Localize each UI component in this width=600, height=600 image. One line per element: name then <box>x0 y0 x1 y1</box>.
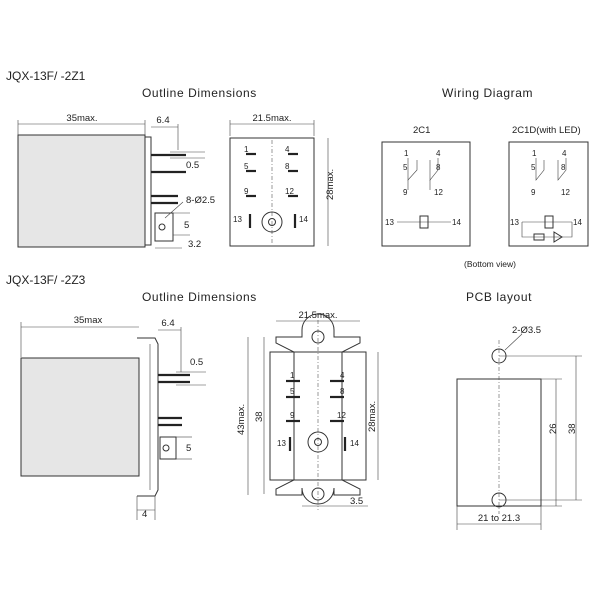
bottom-pin-offset-dim: 6.4 <box>161 318 174 329</box>
w1-pin-14: 14 <box>452 218 461 227</box>
pcb-inner-height-dim: 26 <box>548 423 559 434</box>
bottom-side-view: 35max 6.4 0.5 5 4 <box>20 315 206 520</box>
wiring-title: Wiring Diagram <box>442 86 533 100</box>
wiring-2c1: 2C1 1 4 5 8 9 12 13 14 <box>381 125 471 247</box>
pcb-width-dim: 21 to 21.3 <box>478 513 520 524</box>
top-bv-pin-12: 12 <box>285 187 294 196</box>
pcb-title: PCB layout <box>466 290 532 304</box>
top-bv-pin-8: 8 <box>285 162 290 171</box>
front-pin-5: 5 <box>290 387 295 396</box>
bottom-front-view: 21.5max. 43max. 38 28max. 3.5 1 4 5 8 9 … <box>236 310 379 510</box>
top-bv-pin-1: 1 <box>244 145 249 154</box>
bottom-model-label: JQX-13F/ -2Z3 <box>6 273 86 287</box>
pcb-layout: 2-Ø3.5 26 38 21 to 21.3 <box>456 325 582 530</box>
w1-pin-1: 1 <box>404 149 409 158</box>
w2-pin-4: 4 <box>562 149 567 158</box>
w1-pin-5: 5 <box>403 163 408 172</box>
top-hole-dim: 8-Ø2.5 <box>186 195 215 206</box>
w2-pin-5: 5 <box>531 163 536 172</box>
w1-pin-9: 9 <box>403 188 408 197</box>
pcb-outer-height-dim: 38 <box>567 423 578 434</box>
bottom-side-width-dim: 35max <box>74 315 103 326</box>
top-side-width-dim: 35max. <box>66 113 97 124</box>
top-pin-thickness-dim: 0.5 <box>186 160 199 171</box>
top-bv-pin-4: 4 <box>285 145 290 154</box>
front-pin-1: 1 <box>290 371 295 380</box>
w2-pin-8: 8 <box>561 163 566 172</box>
top-bv-pin-5: 5 <box>244 162 249 171</box>
top-bv-pin-13: 13 <box>233 215 242 224</box>
w1-pin-4: 4 <box>436 149 441 158</box>
w1-pin-12: 12 <box>434 188 443 197</box>
w2-pin-1: 1 <box>532 149 537 158</box>
front-pin-8: 8 <box>340 387 345 396</box>
w2-pin-9: 9 <box>531 188 536 197</box>
front-hole-offset-dim: 3.5 <box>350 496 363 507</box>
top-pin-offset-dim: 6.4 <box>156 115 169 126</box>
w2-pin-14: 14 <box>573 218 582 227</box>
w1-pin-13: 13 <box>385 218 394 227</box>
w2-pin-12: 12 <box>561 188 570 197</box>
top-model-label: JQX-13F/ -2Z1 <box>6 69 86 83</box>
top-bottom-dim: 3.2 <box>188 239 201 250</box>
top-outline-title: Outline Dimensions <box>142 86 257 100</box>
top-bottom-width-dim: 21.5max. <box>252 113 291 124</box>
pcb-holes-dim: 2-Ø3.5 <box>512 325 541 336</box>
bottom-flange-dim: 4 <box>142 509 147 520</box>
top-bv-pin-14: 14 <box>299 215 308 224</box>
front-pin-9: 9 <box>290 411 295 420</box>
front-pin-14: 14 <box>350 439 359 448</box>
wiring-note: (Bottom view) <box>464 259 516 269</box>
wiring-variant1-label: 2C1 <box>413 125 430 136</box>
bottom-outline-title: Outline Dimensions <box>142 290 257 304</box>
front-pin-12: 12 <box>337 411 346 420</box>
wiring-variant2-label: 2C1D(with LED) <box>512 125 581 136</box>
w1-pin-8: 8 <box>436 163 441 172</box>
front-total-height-dim: 43max. <box>236 404 247 435</box>
top-side-view: 35max. 6.4 0.5 8-Ø2.5 5 3.2 <box>17 113 215 250</box>
front-hole-spacing-dim: 38 <box>254 411 265 422</box>
bottom-tab-dim: 5 <box>186 443 191 454</box>
front-width-dim: 21.5max. <box>298 310 337 321</box>
front-pin-13: 13 <box>277 439 286 448</box>
top-bottom-view: 21.5max. 28max. 1 4 5 8 9 12 13 14 <box>229 113 336 247</box>
top-tab-dim: 5 <box>184 220 189 231</box>
wiring-2c1d: 2C1D(with LED) 1 4 5 8 9 12 13 14 <box>508 125 589 247</box>
top-bottom-height-dim: 28max. <box>325 169 336 200</box>
front-body-height-dim: 28max. <box>367 401 378 432</box>
w2-pin-13: 13 <box>510 218 519 227</box>
bottom-pin-thickness-dim: 0.5 <box>190 357 203 368</box>
top-bv-pin-9: 9 <box>244 187 249 196</box>
front-pin-4: 4 <box>340 371 345 380</box>
